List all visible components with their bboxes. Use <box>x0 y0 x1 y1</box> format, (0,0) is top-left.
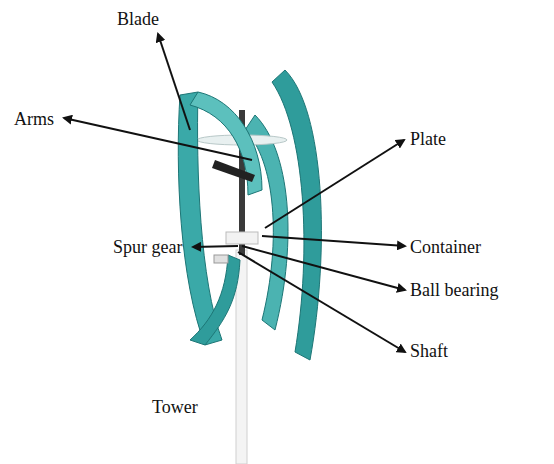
leader-line <box>64 118 252 160</box>
part-label: Container <box>410 236 481 258</box>
leader-line <box>193 246 238 247</box>
leader-line <box>158 34 190 130</box>
container <box>226 232 258 244</box>
part-label: Ball bearing <box>410 279 498 301</box>
leader-line <box>238 252 405 352</box>
arms <box>212 160 255 182</box>
blade <box>190 92 262 195</box>
part-label: Blade <box>117 8 159 30</box>
spur-gear <box>214 255 228 263</box>
part-label: Shaft <box>410 340 448 362</box>
part-label: Arms <box>14 108 54 130</box>
part-label: Plate <box>410 128 446 150</box>
part-label: Tower <box>152 396 198 418</box>
part-label: Spur gear <box>113 236 182 258</box>
leader-line <box>262 236 405 246</box>
blade <box>190 255 240 345</box>
leader-line <box>265 140 404 228</box>
